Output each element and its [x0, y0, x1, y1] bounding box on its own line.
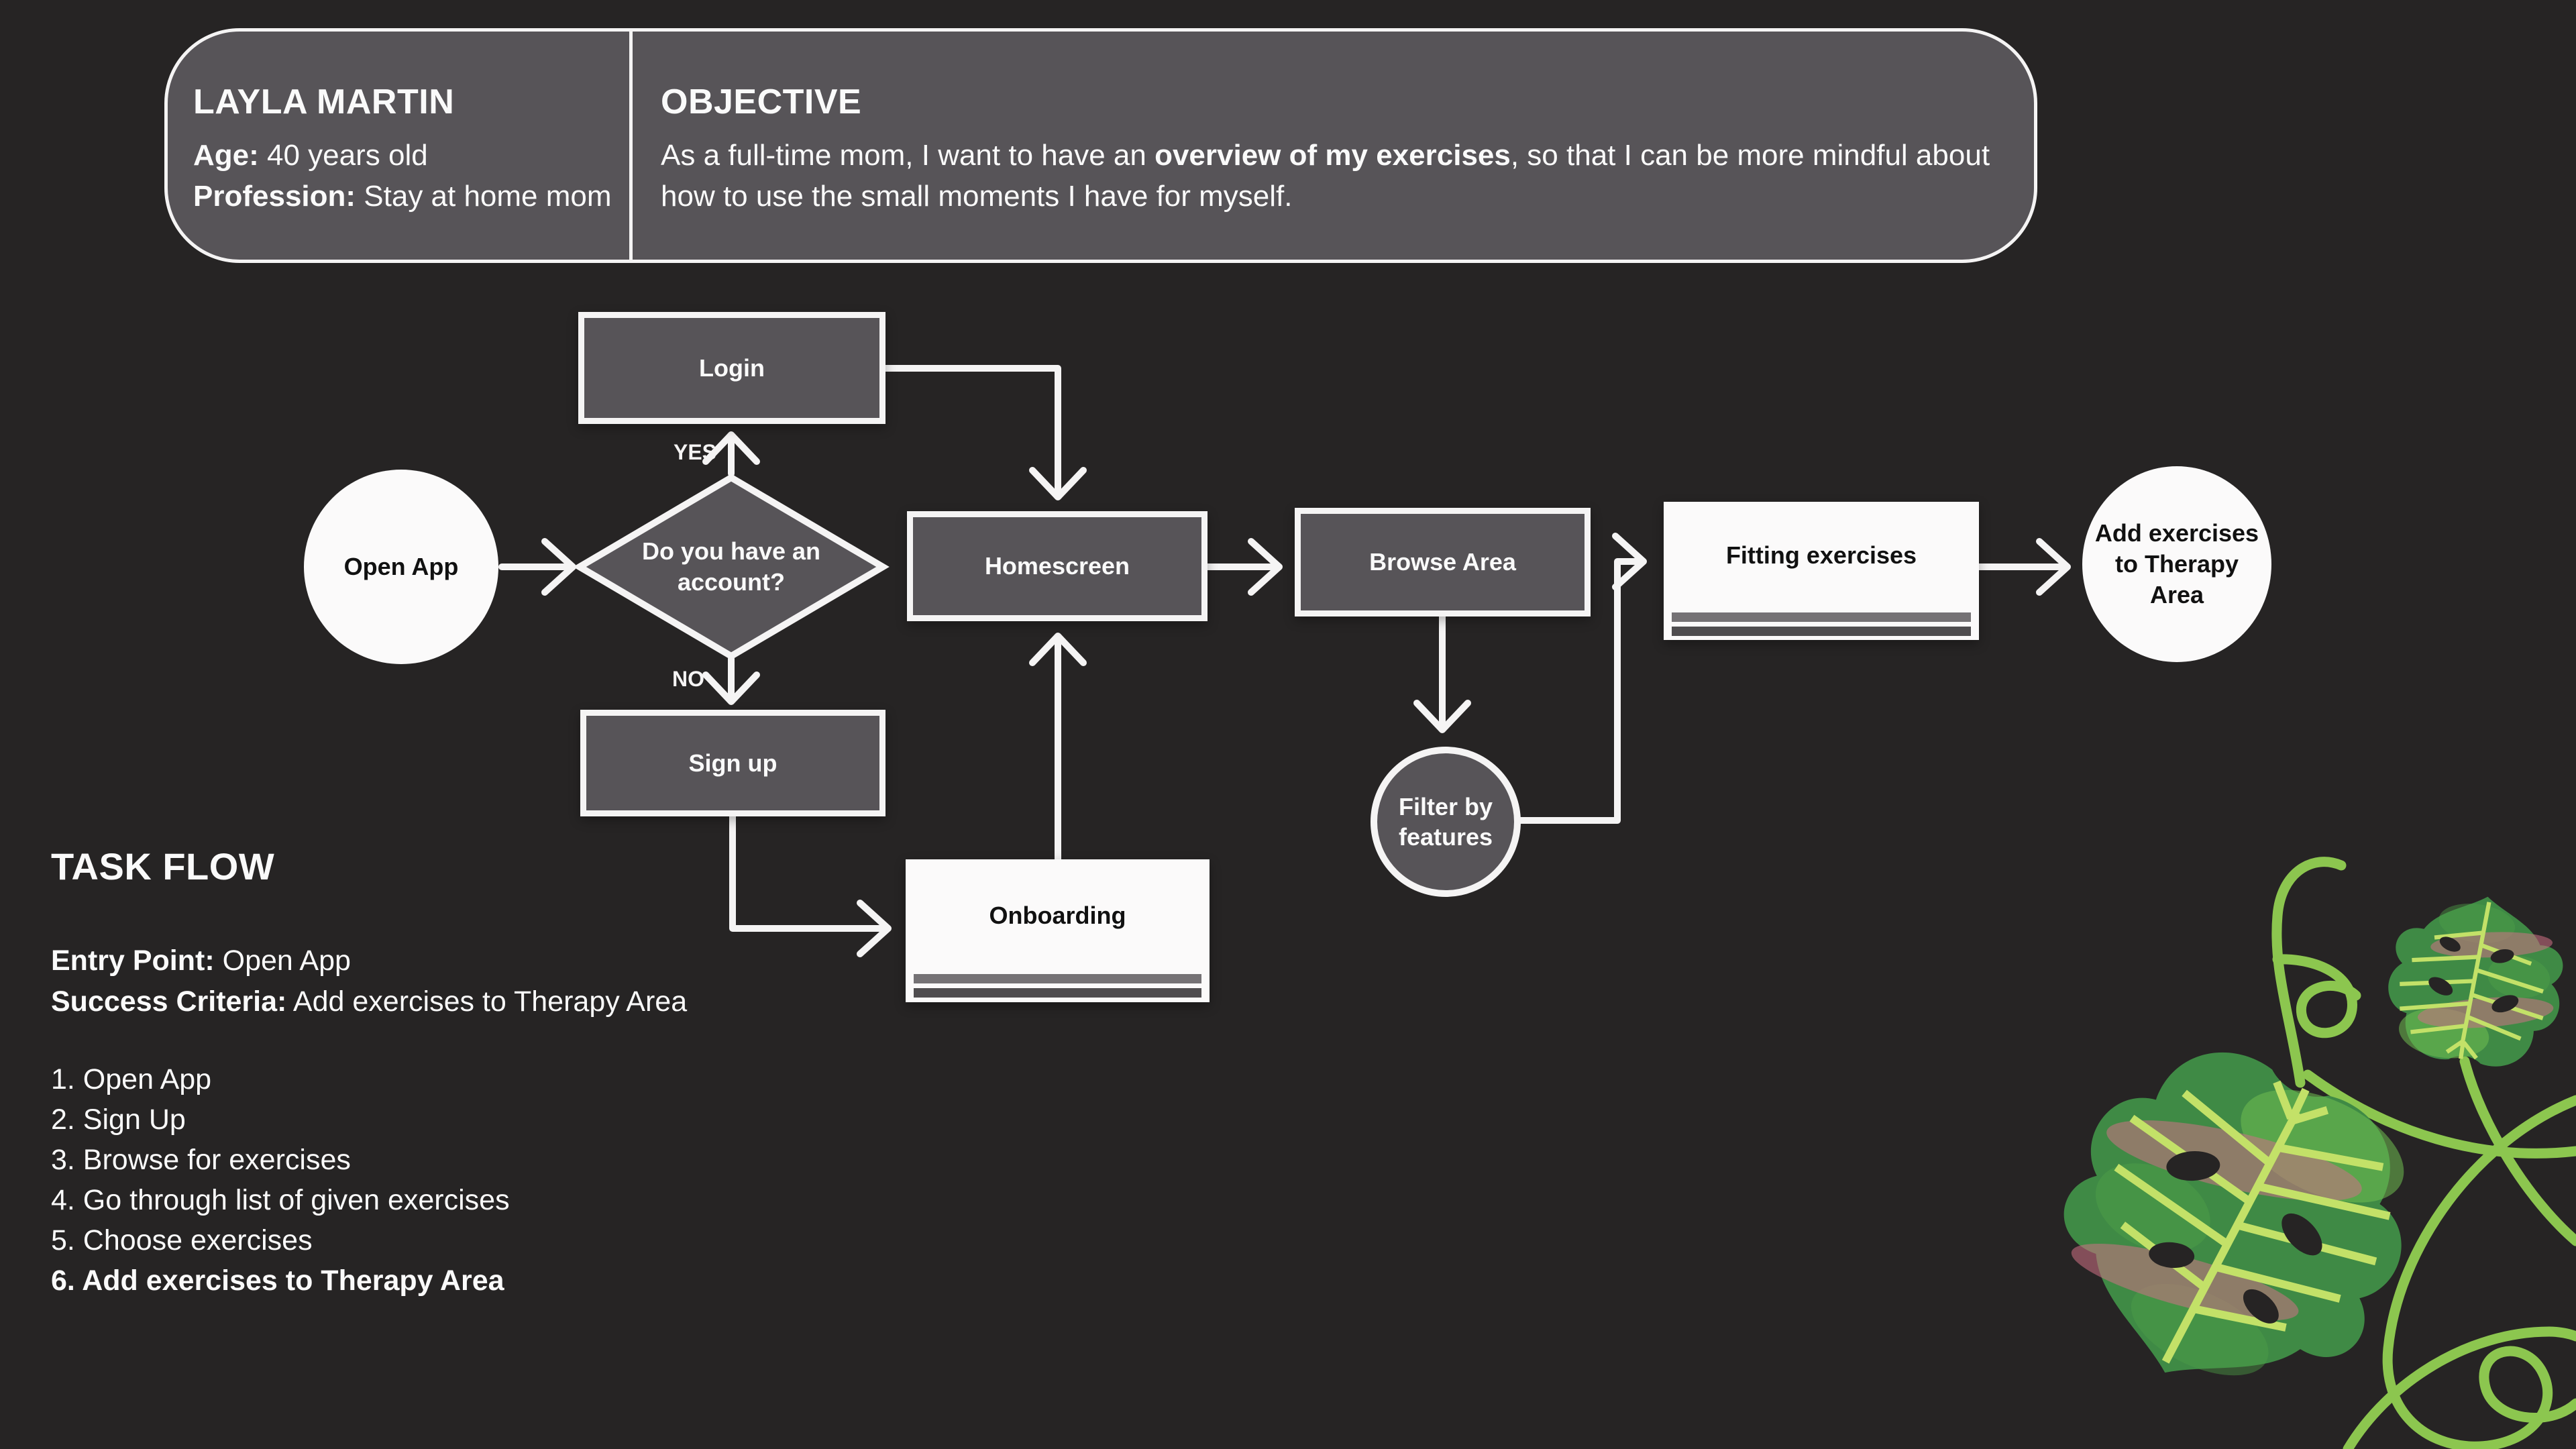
- node-open-app: Open App: [304, 470, 498, 664]
- node-filter-by-features: Filter by features: [1371, 747, 1521, 897]
- entry-point-label: Entry Point:: [51, 945, 215, 977]
- success-criteria-line: Success Criteria: Add exercises to Thera…: [51, 981, 729, 1022]
- node-filter-by-features-label: Filter by features: [1398, 793, 1493, 851]
- node-fitting-exercises: Fitting exercises: [1664, 502, 1979, 640]
- arrow-signup-to-onboarding-head: [857, 900, 892, 957]
- success-criteria-label: Success Criteria:: [51, 985, 287, 1018]
- node-browse-area: Browse Area: [1295, 508, 1591, 616]
- objective-text-before: As a full-time mom, I want to have an: [661, 139, 1155, 172]
- persona-profession-label: Profession:: [193, 180, 356, 213]
- persona-profession: Profession: Stay at home mom: [193, 176, 616, 217]
- task-flow-title: TASK FLOW: [51, 845, 275, 888]
- node-add-to-therapy-label: Add exercises to Therapy Area: [2094, 519, 2259, 608]
- vine-cross-arc: [2382, 1095, 2576, 1449]
- fitting-stripe-dark: [1672, 627, 1971, 636]
- arrow-openapp-head: [541, 538, 576, 596]
- task-step: 3. Browse for exercises: [51, 1144, 351, 1176]
- onboarding-stripe-dark: [914, 988, 1201, 998]
- fitting-stripe-light: [1672, 612, 1971, 622]
- plant-decoration: [2271, 857, 2576, 1449]
- task-step: 1. Open App: [51, 1063, 212, 1095]
- vine-bottom-loop: [2463, 1346, 2576, 1449]
- node-homescreen-label: Homescreen: [984, 552, 1130, 580]
- persona-age-label: Age:: [193, 139, 259, 172]
- entry-point-value: Open App: [214, 945, 351, 977]
- node-onboarding: Onboarding: [906, 859, 1210, 1002]
- edge-label-yes: YES: [673, 440, 716, 464]
- objective-text-bold: overview of my exercises: [1155, 139, 1511, 172]
- entry-point-line: Entry Point: Open App: [51, 941, 729, 981]
- arrow-onboarding-to-homescreen-head: [1029, 633, 1087, 666]
- task-step: 5. Choose exercises: [51, 1224, 313, 1256]
- edge-label-no: NO: [672, 667, 704, 691]
- arrow-signup-to-onboarding: [729, 813, 889, 932]
- node-homescreen: Homescreen: [907, 511, 1208, 621]
- arrow-filter-to-fitting: [1515, 558, 1643, 824]
- objective-title: OBJECTIVE: [661, 83, 862, 121]
- node-login: Login: [578, 312, 885, 424]
- node-add-to-therapy: Add exercises to Therapy Area: [2082, 466, 2271, 662]
- vine-small-leaf-stem: [2459, 1056, 2576, 1246]
- node-onboarding-label: Onboarding: [989, 902, 1126, 929]
- arrow-fitting-to-add-head: [2036, 538, 2071, 596]
- node-sign-up: Sign up: [580, 710, 885, 816]
- arrow-filter-to-fitting-head: [1612, 533, 1647, 590]
- decision-diamond-shape: [573, 474, 890, 660]
- arrow-homescreen-to-browse-head: [1248, 538, 1283, 596]
- node-browse-area-label: Browse Area: [1369, 548, 1516, 576]
- monstera-leaf-small: [2379, 885, 2573, 1075]
- onboarding-stripe-light: [914, 974, 1201, 983]
- arrow-browse-to-filter-head: [1413, 700, 1471, 733]
- vine-curl: [2271, 857, 2347, 1088]
- task-flow-meta: Entry Point: Open App Success Criteria: …: [51, 941, 729, 1022]
- vine-bottom-arc: [2343, 1326, 2576, 1449]
- vine-loop-top: [2272, 954, 2361, 1038]
- vine-sweep-right: [2302, 1069, 2576, 1159]
- task-step: 6. Add exercises to Therapy Area: [51, 1265, 504, 1297]
- persona-section: LAYLA MARTIN Age: 40 years old Professio…: [193, 81, 616, 217]
- persona-age: Age: 40 years old: [193, 135, 616, 176]
- persona-profession-value: Stay at home mom: [356, 180, 612, 213]
- task-step-list: 1. Open App 2. Sign Up 3. Browse for exerc…: [51, 1059, 729, 1301]
- success-criteria-value: Add exercises to Therapy Area: [286, 985, 688, 1018]
- objective-text: As a full-time mom, I want to have an ov…: [661, 135, 1996, 217]
- arrow-decision-yes-head: [702, 431, 760, 465]
- task-step: 2. Sign Up: [51, 1104, 186, 1136]
- objective-text-after: , so that I can be more mindful about ho…: [661, 139, 1990, 213]
- objective-section: OBJECTIVE As a full-time mom, I want to …: [661, 81, 1996, 217]
- node-decision-label: Do you have an account?: [624, 517, 839, 617]
- node-sign-up-label: Sign up: [688, 749, 777, 777]
- node-fitting-exercises-label: Fitting exercises: [1725, 541, 1917, 569]
- task-step: 4. Go through list of given exercises: [51, 1184, 510, 1216]
- decision-question-text: Do you have an account?: [641, 537, 821, 596]
- node-open-app-label: Open App: [343, 553, 459, 580]
- node-login-label: Login: [699, 354, 765, 382]
- persona-card: LAYLA MARTIN Age: 40 years old Professio…: [164, 28, 2037, 263]
- persona-name: LAYLA MARTIN: [193, 83, 455, 121]
- arrow-login-to-homescreen: [882, 365, 1061, 496]
- arrow-decision-no-head: [702, 672, 760, 705]
- card-divider: [629, 32, 633, 260]
- task-flow-section: TASK FLOW Entry Point: Open App Success …: [51, 845, 729, 1301]
- persona-age-value: 40 years old: [258, 139, 428, 172]
- arrow-login-to-homescreen-head: [1029, 467, 1087, 500]
